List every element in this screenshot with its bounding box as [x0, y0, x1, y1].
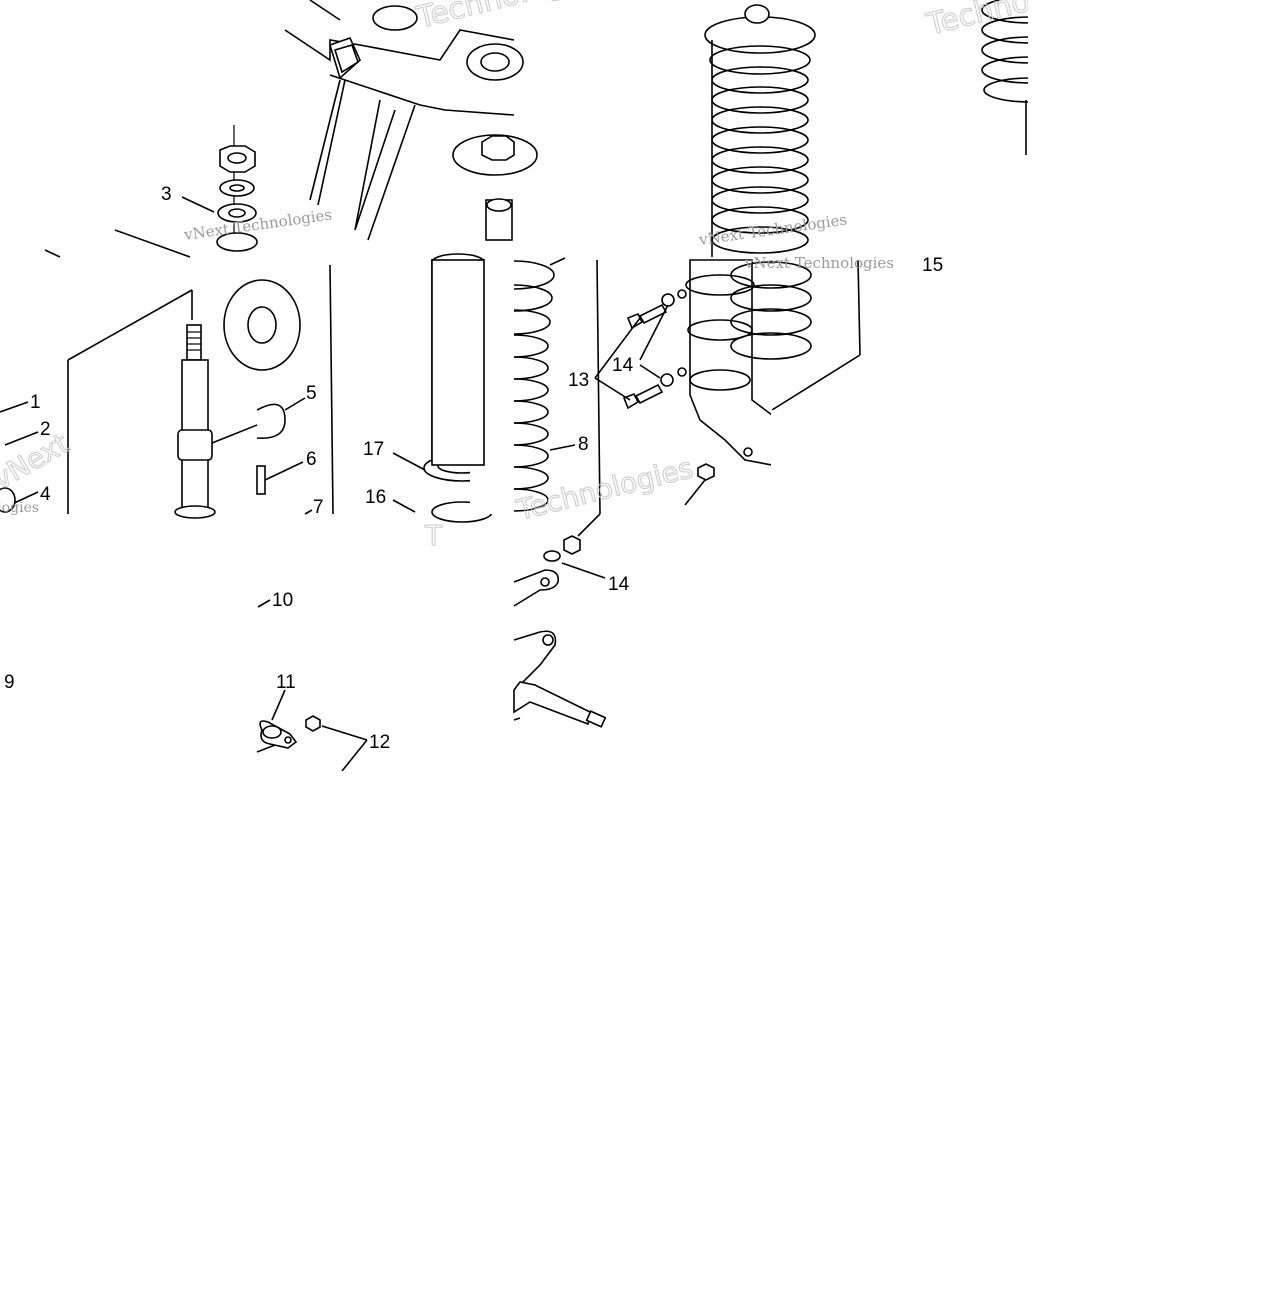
spindle-shaft	[513, 681, 591, 726]
watermark-3: vNext Technologies	[744, 254, 894, 272]
tile-bottom-center-right	[513, 513, 607, 728]
label-7: 7	[313, 497, 324, 518]
nut-12	[305, 715, 321, 732]
spacer-6	[256, 465, 266, 495]
watermark-7: vNext	[0, 427, 74, 496]
tile-mid-left	[0, 289, 258, 519]
label-2: 2	[40, 419, 51, 440]
watermark-2: vNext Technologies	[697, 210, 848, 249]
label-11: 11	[276, 672, 296, 693]
label-3: 3	[161, 184, 172, 205]
label-14-upper: 14	[612, 355, 634, 376]
label-9: 9	[4, 672, 15, 693]
shock-tube-edge	[431, 259, 485, 466]
small-nut	[697, 463, 715, 481]
bolt-13-upper	[626, 289, 687, 330]
part-labels: 1 2 3 4 5 6 7 8 9 10 11 12 13 14 14 14 1…	[4, 184, 943, 753]
tile-mid-center-right	[431, 257, 773, 515]
label-8: 8	[578, 434, 589, 455]
label-5: 5	[306, 383, 317, 404]
shaft-collar	[177, 429, 213, 461]
label-10: 10	[272, 590, 293, 611]
tie-rod-arm	[513, 569, 560, 607]
watermark-4: vNext Technologies	[0, 500, 39, 516]
watermark-9: T	[424, 519, 443, 552]
label-4: 4	[40, 484, 51, 505]
label-17: 17	[363, 439, 384, 460]
label-13: 13	[568, 370, 589, 391]
nut-14-lower	[563, 535, 581, 555]
tile-top-center-right	[704, 4, 816, 257]
label-15: 15	[922, 255, 943, 276]
label-1: 1	[30, 392, 41, 413]
tile-top-left	[44, 125, 258, 258]
shock-body	[689, 259, 773, 466]
label-14-right: 14	[608, 574, 630, 595]
label-12: 12	[369, 732, 390, 753]
tile-top-center-left	[284, 0, 538, 241]
label-16: 16	[365, 487, 386, 508]
bracket-hole-top	[372, 5, 418, 31]
bolt-13-lower	[622, 367, 687, 410]
tile-bottom-center-left	[256, 599, 368, 772]
watermark-5: Technologies	[412, 0, 608, 36]
watermark-1: vNext Technologies	[182, 205, 333, 244]
label-6: 6	[306, 449, 317, 470]
tile-mid-right	[730, 259, 861, 411]
spindle-bracket	[513, 630, 557, 691]
threaded-stud	[186, 324, 202, 361]
